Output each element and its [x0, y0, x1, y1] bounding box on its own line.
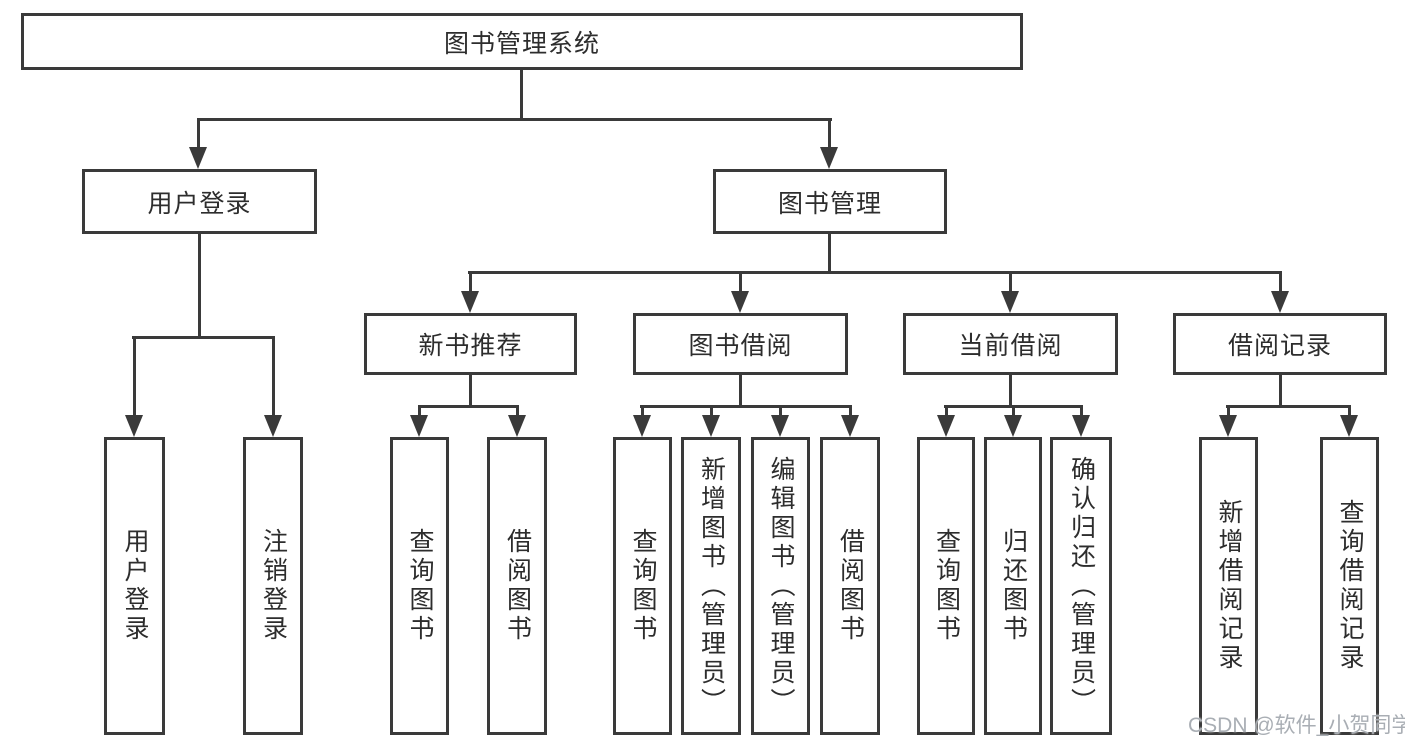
arrow-down-icon	[841, 415, 859, 437]
leaf-recommend-borrow-book-label: 借阅图书	[503, 528, 532, 644]
node-root-label: 图书管理系统	[443, 29, 600, 58]
csdn-watermark: CSDN @软件_小贺同学	[1188, 714, 1405, 737]
arrow-down-icon	[410, 415, 428, 437]
arrow-down-icon	[264, 415, 282, 437]
connector-line	[739, 271, 742, 292]
node-borrow-records: 借阅记录	[1173, 313, 1387, 375]
leaf-user-login-label: 用户登录	[121, 528, 149, 644]
leaf-records-add-record: 新增借阅记录	[1199, 437, 1258, 735]
arrow-down-icon	[771, 415, 789, 437]
arrow-down-icon	[508, 415, 526, 437]
connector-line	[739, 375, 742, 405]
connector-line	[779, 405, 782, 416]
leaf-current-query-book: 查询图书	[917, 437, 975, 735]
connector-line	[641, 405, 644, 416]
leaf-current-confirm-return-admin-label: 确认归还（管理员）	[1067, 455, 1096, 717]
leaf-records-query-record-label: 查询借阅记录	[1336, 499, 1364, 673]
arrow-down-icon	[461, 291, 479, 313]
connector-line	[1226, 405, 1351, 408]
node-user-login-label: 用户登录	[147, 189, 252, 218]
connector-line	[469, 271, 472, 292]
leaf-current-return-book-label: 归还图书	[999, 528, 1028, 644]
connector-line	[828, 234, 831, 271]
connector-line	[1080, 405, 1083, 416]
leaf-borrow-query-book: 查询图书	[613, 437, 672, 735]
connector-line	[945, 405, 948, 416]
arrow-down-icon	[702, 415, 720, 437]
node-current-borrow: 当前借阅	[903, 313, 1118, 375]
connector-line	[1227, 405, 1230, 416]
connector-line	[418, 405, 421, 416]
arrow-down-icon	[1004, 415, 1022, 437]
connector-line	[1279, 271, 1282, 292]
arrow-down-icon	[1219, 415, 1237, 437]
leaf-borrow-borrow-book: 借阅图书	[820, 437, 880, 735]
node-user-login: 用户登录	[82, 169, 317, 234]
leaf-borrow-edit-book-admin-label: 编辑图书（管理员）	[767, 455, 795, 717]
connector-line	[1009, 271, 1012, 292]
connector-line	[1009, 375, 1012, 405]
node-root-system: 图书管理系统	[21, 13, 1023, 70]
leaf-borrow-query-book-label: 查询图书	[629, 528, 657, 644]
leaf-recommend-borrow-book: 借阅图书	[487, 437, 547, 735]
node-book-management-label: 图书管理	[777, 189, 882, 218]
node-book-borrow-label: 图书借阅	[688, 332, 793, 360]
node-new-book-recommend-label: 新书推荐	[418, 332, 523, 360]
connector-line	[272, 336, 275, 416]
leaf-borrow-edit-book-admin: 编辑图书（管理员）	[751, 437, 810, 735]
arrow-down-icon	[820, 147, 838, 169]
leaf-logout-label: 注销登录	[259, 528, 288, 644]
leaf-recommend-query-book: 查询图书	[390, 437, 449, 735]
leaf-current-confirm-return-admin: 确认归还（管理员）	[1050, 437, 1112, 735]
leaf-records-query-record: 查询借阅记录	[1320, 437, 1379, 735]
arrow-down-icon	[1340, 415, 1358, 437]
leaf-current-return-book: 归还图书	[984, 437, 1042, 735]
arrow-down-icon	[731, 291, 749, 313]
connector-line	[849, 405, 852, 416]
connector-line	[418, 405, 519, 408]
connector-line	[640, 405, 852, 408]
leaf-user-login: 用户登录	[104, 437, 165, 735]
connector-line	[1348, 405, 1351, 416]
arrow-down-icon	[1001, 291, 1019, 313]
arrow-down-icon	[937, 415, 955, 437]
arrow-down-icon	[1072, 415, 1090, 437]
leaf-recommend-query-book-label: 查询图书	[406, 528, 434, 644]
connector-line	[133, 336, 136, 416]
connector-line	[132, 336, 275, 339]
node-current-borrow-label: 当前借阅	[958, 332, 1063, 360]
leaf-records-add-record-label: 新增借阅记录	[1215, 499, 1243, 673]
connector-line	[710, 405, 713, 416]
arrow-down-icon	[189, 147, 207, 169]
connector-line	[828, 118, 831, 149]
connector-line	[1279, 375, 1282, 405]
leaf-borrow-add-book-admin: 新增图书（管理员）	[681, 437, 741, 735]
leaf-borrow-add-book-admin-label: 新增图书（管理员）	[697, 455, 726, 717]
connector-line	[197, 118, 200, 149]
arrow-down-icon	[1271, 291, 1289, 313]
leaf-current-query-book-label: 查询图书	[932, 528, 961, 644]
connector-line	[198, 234, 201, 336]
connector-line	[520, 70, 523, 118]
arrow-down-icon	[125, 415, 143, 437]
node-book-borrow: 图书借阅	[633, 313, 848, 375]
connector-line	[1012, 405, 1015, 416]
connector-line	[197, 118, 832, 121]
leaf-logout: 注销登录	[243, 437, 303, 735]
node-new-book-recommend: 新书推荐	[364, 313, 577, 375]
connector-line	[468, 271, 1282, 274]
connector-line	[516, 405, 519, 416]
arrow-down-icon	[633, 415, 651, 437]
leaf-borrow-borrow-book-label: 借阅图书	[836, 528, 865, 644]
node-borrow-records-label: 借阅记录	[1227, 332, 1332, 360]
connector-line	[469, 375, 472, 405]
node-book-management: 图书管理	[713, 169, 947, 234]
